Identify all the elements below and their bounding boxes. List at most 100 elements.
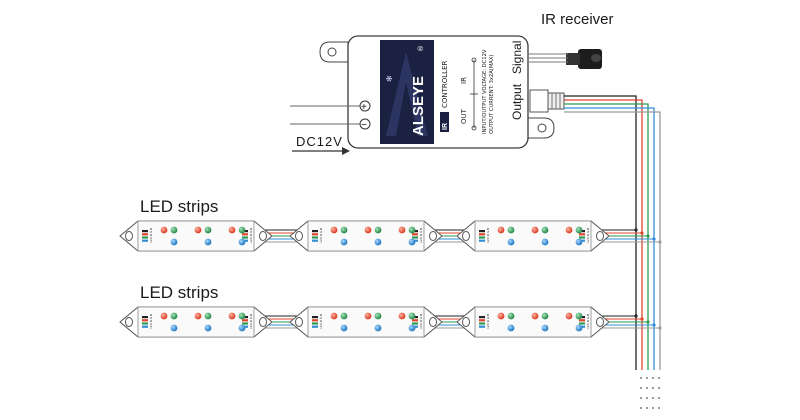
out-label: OUT bbox=[460, 108, 468, 124]
red-led-icon bbox=[330, 226, 338, 234]
solder-pad bbox=[412, 322, 418, 325]
green-led-icon bbox=[575, 226, 583, 234]
solder-pad bbox=[479, 236, 485, 239]
pad-label: 12V R G B bbox=[486, 228, 490, 243]
solder-pad bbox=[142, 325, 148, 328]
rgb-controller: ALSEYE ® ✻ IR CONTROLLER OUT IR INPUT/OU… bbox=[319, 35, 555, 149]
pad-label: 12V R G B bbox=[586, 314, 590, 329]
signal-cable bbox=[529, 53, 568, 63]
bus-junction bbox=[658, 240, 662, 244]
red-led-icon bbox=[531, 312, 539, 320]
mount-hole-icon bbox=[295, 231, 303, 241]
solder-pad bbox=[142, 230, 148, 233]
bus-junction bbox=[652, 323, 656, 327]
pad-label: 12V R G B bbox=[319, 228, 323, 243]
blue-led-icon bbox=[408, 238, 416, 246]
red-led-icon bbox=[228, 312, 236, 320]
green-led-icon bbox=[575, 312, 583, 320]
solder-pad bbox=[312, 319, 318, 322]
green-led-icon bbox=[204, 312, 212, 320]
solder-pad bbox=[312, 230, 318, 233]
spec-line-2: OUTPUT CURRENT: 3x2A(MAX) bbox=[489, 55, 495, 134]
solder-pad bbox=[312, 236, 318, 239]
dc-input-wires bbox=[290, 105, 360, 125]
mount-hole-icon bbox=[429, 231, 437, 241]
red-led-icon bbox=[497, 226, 505, 234]
blue-led-icon bbox=[238, 324, 246, 332]
solder-pad bbox=[312, 239, 318, 242]
blue-led-icon bbox=[507, 324, 515, 332]
solder-pad bbox=[479, 233, 485, 236]
blue-led-icon bbox=[575, 238, 583, 246]
solder-pad bbox=[579, 236, 585, 239]
solder-pad bbox=[479, 325, 485, 328]
port-schematic bbox=[470, 57, 478, 131]
red-led-icon bbox=[228, 226, 236, 234]
green-led-icon bbox=[170, 226, 178, 234]
solder-pad bbox=[579, 233, 585, 236]
mount-hole-icon bbox=[125, 231, 133, 241]
spec-line-1: INPUT/OUTPUT VOLTAGE: DC12V bbox=[482, 49, 488, 134]
blue-led-icon bbox=[408, 324, 416, 332]
solder-pad bbox=[142, 322, 148, 325]
bus-continuation-dots bbox=[640, 377, 660, 409]
solder-pad bbox=[142, 236, 148, 239]
blue-led-icon bbox=[541, 238, 549, 246]
pad-label: 12V R G B bbox=[249, 314, 253, 329]
pad-label: 12V R G B bbox=[419, 314, 423, 329]
red-led-icon bbox=[565, 312, 573, 320]
red-led-icon bbox=[565, 226, 573, 234]
red-led-icon bbox=[497, 312, 505, 320]
led-strips-label-bottom: LED strips bbox=[140, 283, 218, 302]
green-led-icon bbox=[204, 226, 212, 234]
mount-hole-icon bbox=[295, 317, 303, 327]
registered-mark: ® bbox=[417, 45, 425, 52]
mount-hole-icon bbox=[596, 317, 604, 327]
mount-hole-icon bbox=[596, 231, 604, 241]
led-strips-label-top: LED strips bbox=[140, 197, 218, 216]
blue-led-icon bbox=[507, 238, 515, 246]
solder-pad bbox=[142, 239, 148, 242]
rgb-bus bbox=[564, 95, 661, 370]
blue-led-icon bbox=[575, 324, 583, 332]
pad-label: 12V R G B bbox=[249, 228, 253, 243]
red-led-icon bbox=[364, 312, 372, 320]
red-led-icon bbox=[330, 312, 338, 320]
blue-led-icon bbox=[170, 238, 178, 246]
bus-junction bbox=[634, 314, 638, 318]
ir-receiver-label: IR receiver bbox=[541, 11, 614, 28]
green-led-icon bbox=[507, 226, 515, 234]
solder-pad bbox=[312, 233, 318, 236]
pad-label: 12V R G B bbox=[149, 228, 153, 243]
blue-led-icon bbox=[170, 324, 178, 332]
model-tag: IR bbox=[442, 123, 449, 130]
dc-arrow-icon bbox=[292, 147, 350, 155]
mount-hole-icon bbox=[462, 231, 470, 241]
blue-led-icon bbox=[374, 238, 382, 246]
mount-hole-icon bbox=[537, 123, 547, 133]
mount-hole-icon bbox=[462, 317, 470, 327]
bus-junction bbox=[646, 320, 650, 324]
pad-label: 12V R G B bbox=[149, 314, 153, 329]
green-led-icon bbox=[541, 312, 549, 320]
solder-pad bbox=[242, 322, 248, 325]
mount-hole-icon bbox=[259, 231, 267, 241]
solder-pad bbox=[479, 322, 485, 325]
solder-pad bbox=[479, 316, 485, 319]
solder-pad bbox=[479, 239, 485, 242]
red-led-icon bbox=[398, 312, 406, 320]
solder-pad bbox=[242, 319, 248, 322]
bus-junction bbox=[652, 237, 656, 241]
ir-receiver bbox=[566, 49, 602, 69]
bus-junction bbox=[640, 317, 644, 321]
solder-pad bbox=[312, 325, 318, 328]
signal-port-label: Signal bbox=[510, 41, 524, 74]
bus-junction bbox=[640, 231, 644, 235]
red-led-icon bbox=[364, 226, 372, 234]
mount-hole-icon bbox=[429, 317, 437, 327]
blue-led-icon bbox=[204, 324, 212, 332]
